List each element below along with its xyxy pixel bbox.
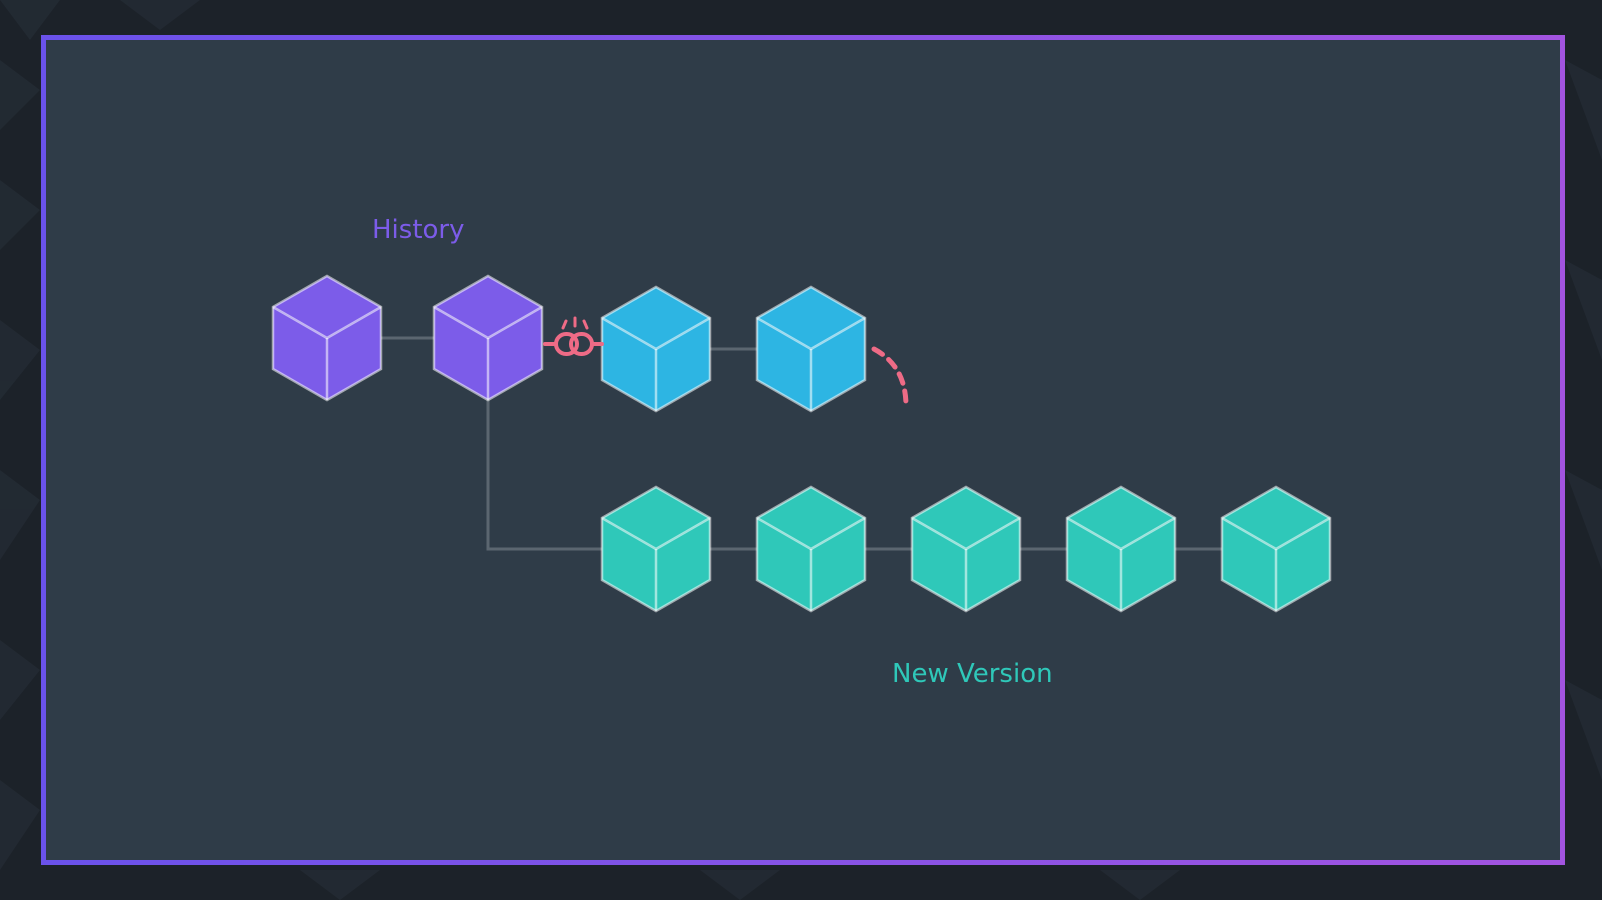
- cube-icon: [1065, 485, 1177, 613]
- history-label: History: [372, 215, 465, 245]
- diagram-frame: [41, 35, 1565, 865]
- new-version-label: New Version: [892, 659, 1053, 689]
- cube-icon: [271, 274, 383, 402]
- cube-icon: [910, 485, 1022, 613]
- cube-icon: [600, 285, 712, 413]
- discarded-branch-arc: [871, 346, 909, 409]
- cube-icon: [432, 274, 544, 402]
- connector-lines: [381, 336, 1222, 551]
- cube-icon: [755, 485, 867, 613]
- broken-chain-link-icon: [543, 316, 604, 356]
- cube-icon: [600, 485, 712, 613]
- cube-icon: [755, 285, 867, 413]
- cube-icon: [1220, 485, 1332, 613]
- new-version-blocks: [600, 485, 1332, 613]
- connector-branch: [486, 400, 602, 551]
